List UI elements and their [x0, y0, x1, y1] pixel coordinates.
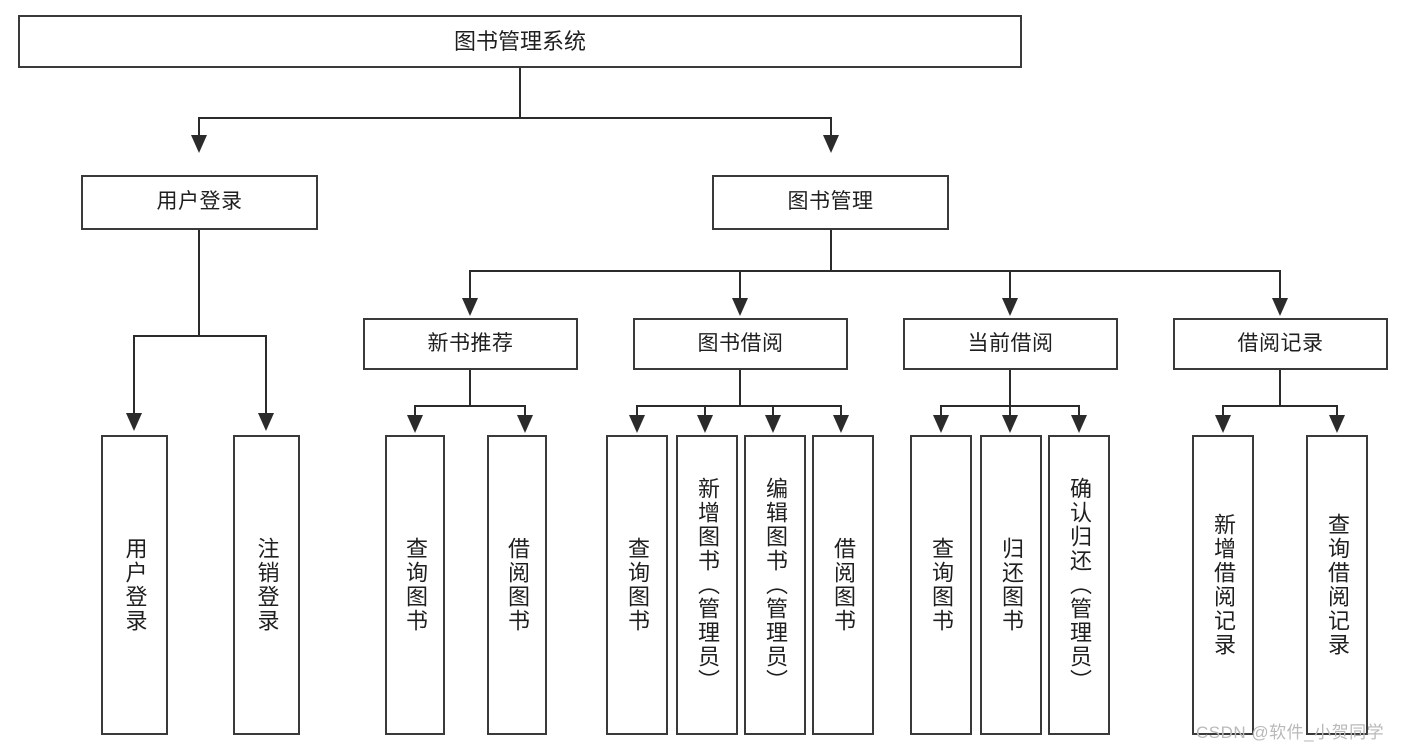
leaf-borrow-book-newbook[interactable]: 借阅图书 [487, 435, 547, 735]
node-borrow-record[interactable]: 借阅记录 [1173, 318, 1388, 370]
connector-login-bus [133, 335, 267, 337]
leaf-logout[interactable]: 注销登录 [233, 435, 300, 735]
connector-bookmgmt-bus [469, 270, 1281, 272]
node-label: 查询借阅记录 [1324, 513, 1350, 657]
node-current-borrow[interactable]: 当前借阅 [903, 318, 1118, 370]
leaf-query-book-newbook[interactable]: 查询图书 [385, 435, 445, 735]
arrow-borrow-to-leaf2 [697, 415, 713, 433]
node-label: 借阅图书 [830, 537, 856, 633]
arrow-borrow-to-leaf4 [833, 415, 849, 433]
connector-current-to-leaf2 [1009, 405, 1011, 417]
arrow-login-to-leaf1 [126, 413, 142, 431]
node-label: 借阅图书 [504, 537, 530, 633]
node-label: 归还图书 [998, 537, 1024, 633]
leaf-user-login[interactable]: 用户登录 [101, 435, 168, 735]
node-user-login[interactable]: 用户登录 [81, 175, 318, 230]
node-label: 查询图书 [402, 537, 428, 633]
node-label: 新书推荐 [427, 331, 514, 355]
connector-bookmgmt-to-current [1009, 270, 1011, 300]
connector-root-stem [519, 68, 521, 117]
connector-current-to-leaf3 [1078, 405, 1080, 417]
connector-bookmgmt-to-newbook [469, 270, 471, 300]
connector-borrow-bus [636, 405, 842, 407]
node-label: 新增图书（管理员） [694, 477, 720, 693]
connector-borrow-to-leaf4 [840, 405, 842, 417]
connector-login-to-leaf1 [133, 335, 135, 415]
arrow-bookmgmt-to-record [1272, 298, 1288, 316]
node-label: 用户登录 [156, 190, 243, 214]
arrow-root-to-bookmgmt [823, 135, 839, 153]
node-book-borrow[interactable]: 图书借阅 [633, 318, 848, 370]
node-label: 编辑图书（管理员） [762, 477, 788, 693]
node-label: 图书管理系统 [453, 28, 586, 54]
arrow-newbook-to-leaf1 [407, 415, 423, 433]
node-root-system[interactable]: 图书管理系统 [18, 15, 1022, 68]
arrow-record-to-leaf2 [1329, 415, 1345, 433]
leaf-edit-book-admin[interactable]: 编辑图书（管理员） [744, 435, 806, 735]
arrow-bookmgmt-to-current [1002, 298, 1018, 316]
leaf-confirm-return-admin[interactable]: 确认归还（管理员） [1048, 435, 1110, 735]
leaf-borrow-book[interactable]: 借阅图书 [812, 435, 874, 735]
leaf-query-book-current[interactable]: 查询图书 [910, 435, 972, 735]
connector-current-to-leaf1 [940, 405, 942, 417]
leaf-return-book[interactable]: 归还图书 [980, 435, 1042, 735]
node-label: 图书管理 [787, 190, 874, 214]
node-label: 查询图书 [928, 537, 954, 633]
node-label: 当前借阅 [967, 331, 1054, 355]
node-label: 确认归还（管理员） [1066, 477, 1092, 693]
leaf-query-book-borrow[interactable]: 查询图书 [606, 435, 668, 735]
connector-newbook-stem [469, 370, 471, 405]
connector-current-stem [1009, 370, 1011, 405]
connector-borrow-to-leaf2 [704, 405, 706, 417]
node-new-book-recommend[interactable]: 新书推荐 [363, 318, 578, 370]
connector-root-to-bookmgmt [830, 117, 832, 137]
leaf-add-book-admin[interactable]: 新增图书（管理员） [676, 435, 738, 735]
connector-record-bus [1222, 405, 1338, 407]
connector-bookmgmt-to-borrow [739, 270, 741, 300]
arrow-current-to-leaf2 [1002, 415, 1018, 433]
arrow-borrow-to-leaf3 [765, 415, 781, 433]
leaf-query-borrow-record[interactable]: 查询借阅记录 [1306, 435, 1368, 735]
connector-root-to-login [198, 117, 200, 137]
arrow-login-to-leaf2 [258, 413, 274, 431]
watermark-text: CSDN @软件_小贺同学 [1196, 723, 1385, 742]
node-label: 图书借阅 [697, 331, 784, 355]
connector-record-to-leaf1 [1222, 405, 1224, 417]
node-book-management[interactable]: 图书管理 [712, 175, 949, 230]
arrow-record-to-leaf1 [1215, 415, 1231, 433]
connector-newbook-to-leaf1 [414, 405, 416, 417]
connector-login-to-leaf2 [265, 335, 267, 415]
connector-borrow-stem [739, 370, 741, 405]
connector-borrow-to-leaf1 [636, 405, 638, 417]
connector-bookmgmt-to-record [1279, 270, 1281, 300]
connector-record-to-leaf2 [1336, 405, 1338, 417]
connector-newbook-bus [414, 405, 526, 407]
connector-login-stem [198, 230, 200, 335]
node-label: 用户登录 [122, 537, 148, 633]
connector-bookmgmt-stem [830, 230, 832, 270]
node-label: 借阅记录 [1237, 331, 1324, 355]
arrow-bookmgmt-to-newbook [462, 298, 478, 316]
leaf-add-borrow-record[interactable]: 新增借阅记录 [1192, 435, 1254, 735]
arrow-bookmgmt-to-borrow [732, 298, 748, 316]
connector-newbook-to-leaf2 [524, 405, 526, 417]
arrow-current-to-leaf1 [933, 415, 949, 433]
arrow-root-to-login [191, 135, 207, 153]
connector-borrow-to-leaf3 [772, 405, 774, 417]
node-label: 注销登录 [254, 537, 280, 633]
node-label: 查询图书 [624, 537, 650, 633]
connector-record-stem [1279, 370, 1281, 405]
arrow-current-to-leaf3 [1071, 415, 1087, 433]
arrow-newbook-to-leaf2 [517, 415, 533, 433]
node-label: 新增借阅记录 [1210, 513, 1236, 657]
arrow-borrow-to-leaf1 [629, 415, 645, 433]
connector-root-bus [198, 117, 832, 119]
